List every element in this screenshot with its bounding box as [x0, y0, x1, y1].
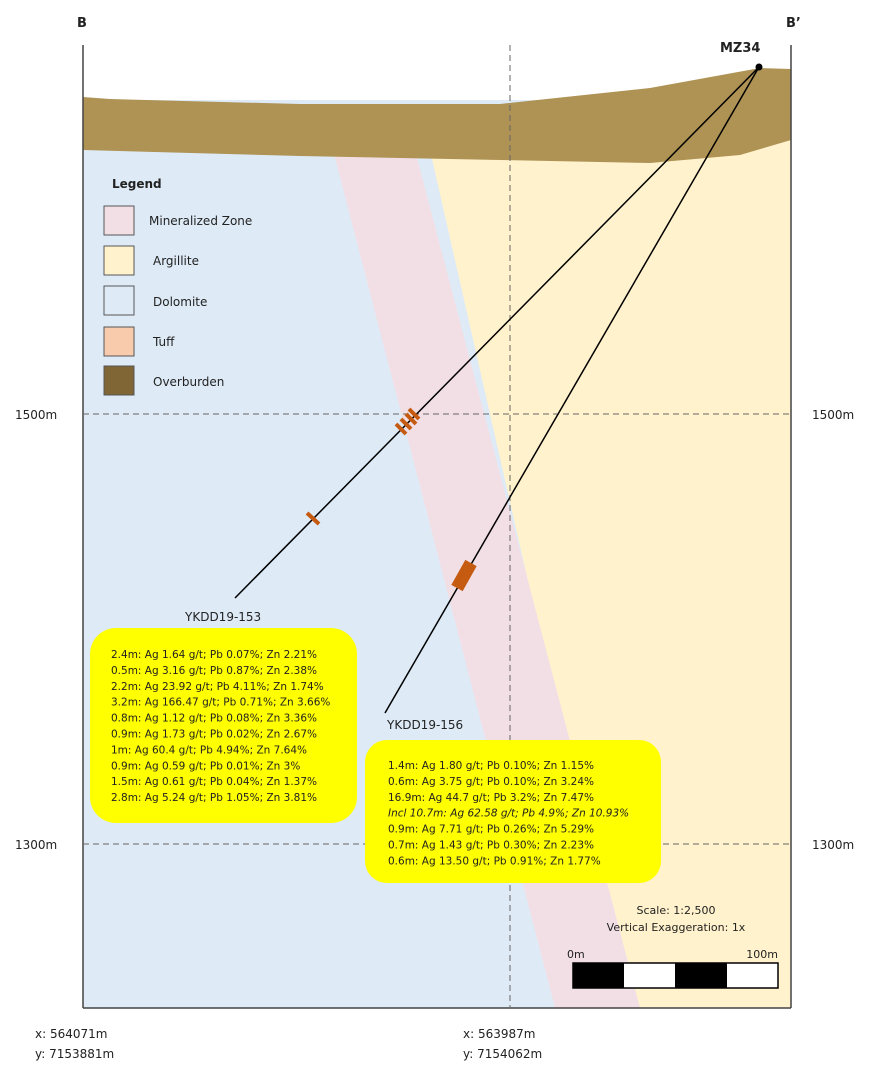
intercept-line: 1.4m: Ag 1.80 g/t; Pb 0.10%; Zn 1.15%: [388, 760, 594, 772]
drillhole-153-trace: [234, 66, 760, 599]
legend: Legend Mineralized Zone Argillite Dolomi…: [103, 177, 252, 396]
coord-left-x: x: 564071m: [35, 1027, 107, 1041]
elev-1500-right: 1500m: [812, 408, 854, 422]
hole-156-label: YKDD19-156: [386, 718, 463, 732]
intercept-156: [451, 559, 477, 592]
intercept-line: 0.9m: Ag 7.71 g/t; Pb 0.26%; Zn 5.29%: [388, 824, 594, 836]
intercept-line: 0.9m: Ag 0.59 g/t; Pb 0.01%; Zn 3%: [111, 760, 300, 772]
section-label-b-prime: B’: [786, 16, 801, 31]
coord-left-y: y: 7153881m: [35, 1047, 114, 1061]
intercept-line: 0.6m: Ag 13.50 g/t; Pb 0.91%; Zn 1.77%: [388, 855, 601, 867]
intercept-line: 16.9m: Ag 44.7 g/t; Pb 3.2%; Zn 7.47%: [388, 792, 594, 804]
intercept-line: 2.8m: Ag 5.24 g/t; Pb 1.05%; Zn 3.81%: [111, 792, 317, 804]
hole-153-label: YKDD19-153: [184, 610, 261, 624]
legend-label: Overburden: [153, 375, 224, 389]
legend-swatch-dolomite: [103, 285, 135, 316]
legend-swatch-overburden: [103, 365, 135, 396]
legend-label: Tuff: [152, 335, 175, 349]
intercept-line: Incl 10.7m: Ag 62.58 g/t; Pb 4.9%; Zn 10…: [388, 808, 629, 820]
scale-start: 0m: [567, 948, 585, 961]
intercept-line: 2.4m: Ag 1.64 g/t; Pb 0.07%; Zn 2.21%: [111, 649, 317, 661]
intercept-line: 0.6m: Ag 3.75 g/t; Pb 0.10%; Zn 3.24%: [388, 776, 594, 788]
legend-title: Legend: [112, 177, 162, 191]
intercept-line: 2.2m: Ag 23.92 g/t; Pb 4.11%; Zn 1.74%: [111, 681, 324, 693]
legend-label: Dolomite: [153, 295, 207, 309]
hole-153-callout: [90, 628, 357, 823]
overburden-unit: [83, 68, 791, 163]
coord-mid-x: x: 563987m: [463, 1027, 535, 1041]
vertical-exaggeration: Vertical Exaggeration: 1x: [607, 921, 746, 934]
collar-point: [755, 63, 763, 71]
intercept-line: 0.7m: Ag 1.43 g/t; Pb 0.30%; Zn 2.23%: [388, 840, 594, 852]
drillhole-156-trace: [384, 66, 760, 714]
elev-1300-left: 1300m: [15, 838, 57, 852]
scale-ratio: Scale: 1:2,500: [637, 904, 716, 917]
intercept-mark: [305, 511, 321, 526]
coord-mid-y: y: 7154062m: [463, 1047, 542, 1061]
legend-swatch-tuff: [103, 326, 135, 357]
elev-1500-left: 1500m: [15, 408, 57, 422]
scale-bar: [572, 962, 779, 989]
intercept-line: 1m: Ag 60.4 g/t; Pb 4.94%; Zn 7.64%: [111, 744, 307, 756]
hole-156-intercepts: 1.4m: Ag 1.80 g/t; Pb 0.10%; Zn 1.15% 0.6…: [388, 760, 629, 867]
scale-end: 100m: [746, 948, 778, 961]
intercept-mark: [404, 412, 418, 426]
legend-swatch-argillite: [103, 245, 135, 276]
section-label-b: B: [77, 16, 87, 31]
elev-1300-right: 1300m: [812, 838, 854, 852]
intercept-line: 1.5m: Ag 0.61 g/t; Pb 0.04%; Zn 1.37%: [111, 776, 317, 788]
legend-label: Argillite: [153, 254, 199, 268]
legend-swatch-mineralized: [103, 205, 135, 236]
hole-156-callout: [365, 740, 661, 883]
intercept-line: 0.8m: Ag 1.12 g/t; Pb 0.08%; Zn 3.36%: [111, 713, 317, 725]
legend-label: Mineralized Zone: [149, 214, 252, 228]
intercept-mark: [399, 417, 413, 431]
intercept-mark: [394, 422, 408, 436]
intercept-mark: [407, 407, 421, 421]
hole-153-intercepts: 2.4m: Ag 1.64 g/t; Pb 0.07%; Zn 2.21% 0.5…: [111, 649, 330, 804]
intercept-line: 3.2m: Ag 166.47 g/t; Pb 0.71%; Zn 3.66%: [111, 697, 330, 709]
argillite-unit: [430, 138, 791, 1008]
intercepts-153: [305, 407, 421, 526]
intercept-line: 0.9m: Ag 1.73 g/t; Pb 0.02%; Zn 2.67%: [111, 729, 317, 741]
collar-label: MZ34: [720, 41, 760, 56]
intercept-line: 0.5m: Ag 3.16 g/t; Pb 0.87%; Zn 2.38%: [111, 665, 317, 677]
